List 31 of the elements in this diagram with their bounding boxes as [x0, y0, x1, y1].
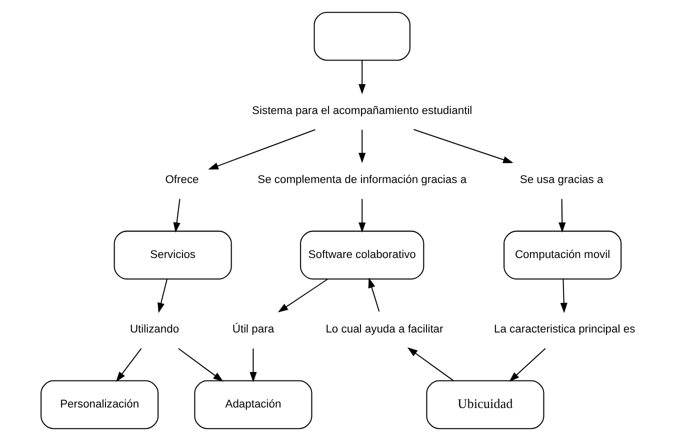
arrow: [116, 348, 142, 382]
arrow: [558, 198, 566, 233]
arrow: [250, 348, 257, 382]
arrow: [358, 60, 366, 94]
node-text: Sistema para el acompañamiento estudiantil: [252, 104, 472, 117]
node-box: [314, 12, 410, 61]
node-box: Servicios: [114, 230, 232, 280]
arrow: [358, 130, 366, 164]
arrow: [414, 129, 514, 164]
node-text: Se usa gracias a: [520, 174, 604, 186]
arrow: [560, 279, 568, 314]
node-box: Adaptación: [194, 380, 312, 430]
arrow: [158, 279, 168, 314]
node-text: La caracteristica principal es: [494, 324, 636, 336]
node-box: Ubicuidad: [426, 380, 544, 430]
node-box: Personalización: [40, 380, 159, 430]
node-text: Útil para: [232, 324, 274, 336]
arrow: [173, 198, 180, 233]
arrow: [278, 278, 328, 312]
arrow: [358, 198, 366, 233]
arrow: [178, 348, 224, 382]
node-box: Computación movil: [504, 230, 622, 280]
node-text: Lo cual ayuda a facilitar: [326, 324, 444, 336]
arrow: [368, 278, 380, 312]
node-box: Software colaborativo: [300, 230, 424, 280]
arrow: [407, 347, 454, 381]
arrow: [509, 348, 546, 382]
node-text: Se complementa de información gracias a: [258, 174, 467, 186]
node-text: Ofrece: [165, 174, 199, 186]
node-text: Utilizando: [130, 324, 180, 336]
arrow: [208, 129, 316, 170]
